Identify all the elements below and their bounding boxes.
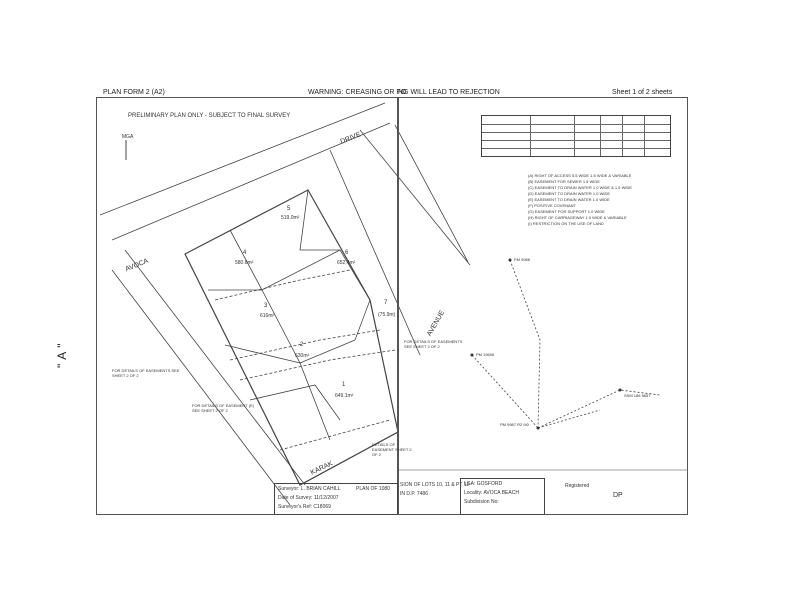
lot-6-line xyxy=(299,189,371,301)
legend-item: (G) EASEMENT FOR SUPPORT 1.0 WIDE xyxy=(528,209,605,214)
avenue-road-line-3 xyxy=(394,124,469,263)
lot-line-d xyxy=(299,362,331,441)
lot-2-area: 630m² xyxy=(295,353,310,359)
legend-item: (B) EASEMENT FOR SEWER 1.5 WIDE xyxy=(528,179,600,184)
subdivision-title: SION OF LOTS 10, 11 & PT 12 xyxy=(400,482,470,488)
surveyor-block xyxy=(274,483,398,515)
easement-note-3: FOR DETAILS OF EASEMENTS SEE SHEET 2 OF … xyxy=(404,339,463,349)
side-label: "A" xyxy=(55,339,69,368)
registered-label: Registered xyxy=(565,483,590,489)
avoca-road-line-2 xyxy=(111,269,291,506)
easement-note-1: FOR DETAILS OF EASEMENTS SEE SHEET 2 OF … xyxy=(112,368,180,378)
locality: Locality: AVOCA BEACH xyxy=(464,490,519,496)
survey-traverse-line-4 xyxy=(537,409,601,429)
lot-6-area: 652.4m² xyxy=(337,260,356,266)
avenue-road-line-2 xyxy=(359,129,471,266)
survey-traverse-line xyxy=(509,259,541,429)
lot-5-area: 519.0m² xyxy=(281,215,300,221)
survey-traverse-line-3 xyxy=(537,389,661,429)
site-boundary xyxy=(184,189,399,486)
easement-line-4 xyxy=(279,419,391,451)
survey-mark-label: SSM 186 5657 xyxy=(624,393,651,398)
legend-item: (D) EASEMENT TO DRAIN WATER 1.0 WIDE xyxy=(528,191,611,196)
survey-mark-label: PM 9986 xyxy=(514,257,531,262)
avenue-road-line xyxy=(329,149,421,356)
legend-item: (E) EASEMENT TO DRAIN WATER 1.0 WIDE xyxy=(528,197,610,202)
easement-note-4: DETAILS OF EASEMENT SHEET 2 OF 2 xyxy=(372,442,412,457)
left-sheet-frame xyxy=(96,97,398,515)
dp-ref: IN D.P. 7486 xyxy=(400,491,428,497)
warning-left: WARNING: CREASING OR FO xyxy=(308,89,407,96)
survey-date: Date of Survey: 11/12/2007 xyxy=(278,495,339,501)
plan-form-label: PLAN FORM 2 (A2) xyxy=(103,89,165,96)
lot-6-no: 6 xyxy=(345,250,349,256)
lot-line-b xyxy=(224,344,301,364)
lot-3-no: 3 xyxy=(264,303,268,309)
north-label: MGA xyxy=(122,134,134,140)
survey-marks xyxy=(470,258,622,430)
survey-traverse-line-2 xyxy=(471,354,539,429)
easement-note-2: FOR DETAILS OF EASEMENT (E) SEE SHEET 2 … xyxy=(192,403,255,413)
subdivision-no: Subdivision No: xyxy=(464,499,499,505)
lot-4-no: 4 xyxy=(243,250,247,256)
lot-4-area: 580.6m² xyxy=(235,260,254,266)
avoca-road-line xyxy=(124,249,306,486)
lot-7-line xyxy=(354,299,371,341)
drive-road-line xyxy=(99,102,386,216)
legend-item: (F) POSITIVE COVENANT xyxy=(528,203,577,208)
lga: LGA: GOSFORD xyxy=(464,481,503,487)
sheet-number: Sheet 1 of 2 sheets xyxy=(612,89,673,96)
surveyor-ref: Surveyor's Ref: C18069 xyxy=(278,504,331,510)
lot-7-area: (75.9m) xyxy=(378,312,396,318)
survey-mark-label: PM 19606 xyxy=(476,352,495,357)
survey-mark-label: PM 9987 R2 9/0 xyxy=(500,422,529,427)
lot-2-no: 2 xyxy=(300,342,304,348)
lot-3-area: 616m² xyxy=(260,313,275,319)
lot-7-no: 7 xyxy=(384,300,388,306)
right-sheet-frame xyxy=(398,97,688,515)
preliminary-note: PRELIMINARY PLAN ONLY - SUBJECT TO FINAL… xyxy=(128,113,291,119)
plan-of: PLAN OF 1080 xyxy=(356,486,390,492)
lot-5-no: 5 xyxy=(287,206,291,212)
legend-item: (I) RESTRICTION ON THE USE OF LAND xyxy=(528,221,604,226)
lga-block xyxy=(460,478,545,515)
warning-right: NG WILL LEAD TO REJECTION xyxy=(398,89,500,96)
legend-item: (C) EASEMENT TO DRAIN WATER 1.0 WIDE & 1… xyxy=(528,185,633,190)
easement-line xyxy=(214,269,351,301)
legend-item: (A) RIGHT OF ACCESS 5.5 WIDE 1.5 WIDE & … xyxy=(528,173,632,178)
lot-1-no: 1 xyxy=(342,382,346,388)
lot-line-c xyxy=(249,384,341,421)
survey-table xyxy=(481,115,671,157)
dp-label: DP xyxy=(613,492,623,499)
lot-1-area: 649.1m² xyxy=(335,393,354,399)
legend-item: (H) RIGHT OF CARRIAGEWAY 1.0 WIDE & VARI… xyxy=(528,215,627,220)
surveyor-name: Surveyor: L. BRIAN CAHILL xyxy=(278,486,341,492)
easement-line-3 xyxy=(239,349,396,381)
easement-line-2 xyxy=(229,329,381,361)
drive-road-line-2 xyxy=(111,122,391,241)
